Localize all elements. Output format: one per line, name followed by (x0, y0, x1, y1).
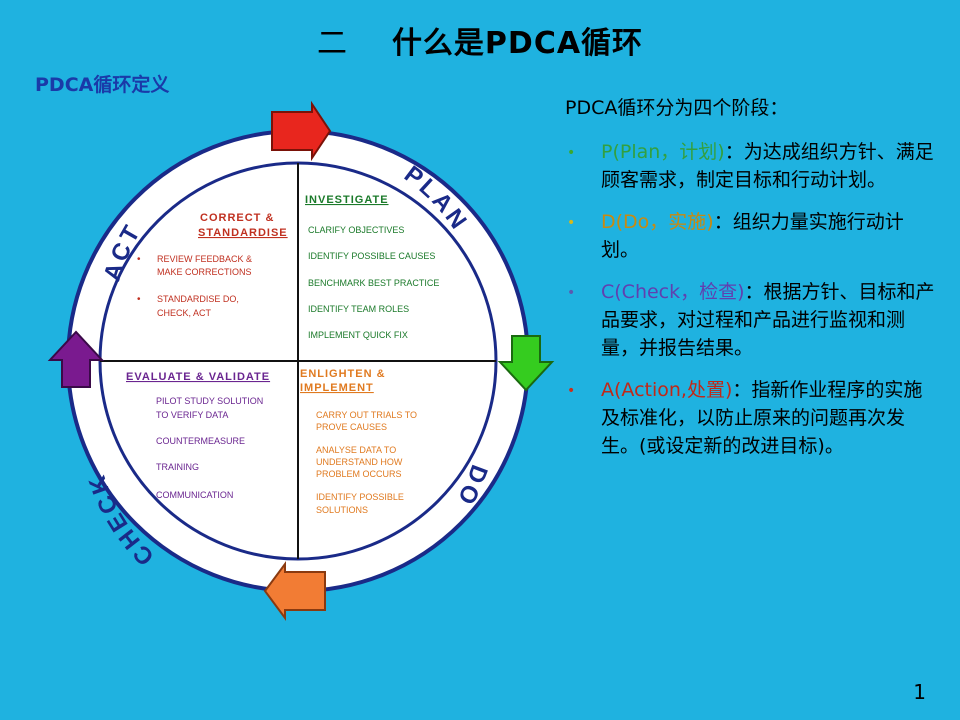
page-number: 1 (913, 680, 926, 704)
act-item: STANDARDISE DO, (157, 294, 239, 304)
act-arrow-icon (47, 330, 105, 388)
bullet-dot: • (567, 215, 576, 231)
stage-text: ：根据方针、目标和产品要求，对过程和产品进行监视和测量，并报告结果。 (601, 281, 935, 359)
subtitle: PDCA循环定义 (35, 74, 170, 96)
act-quadrant: CORRECT & STANDARDISE • REVIEW FEEDBACK … (137, 212, 288, 318)
plan-arrow-icon (271, 100, 332, 162)
stage-text: ：为达成组织方针、满足顾客需求，制定目标和行动计划。 (601, 141, 934, 191)
check-item: TRAINING (156, 462, 199, 472)
do-heading: ENLIGHTEN & (300, 368, 386, 380)
stage-item-check: • C(Check，检查)：根据方针、目标和产品要求，对过程和产品进行监视和测量… (565, 278, 935, 362)
plan-item: CLARIFY OBJECTIVES (308, 225, 404, 235)
bullet-dot: • (567, 285, 576, 301)
check-arrow-icon (263, 560, 326, 622)
act-heading: CORRECT & (200, 212, 274, 224)
stage-term: C(Check，检查) (601, 281, 745, 303)
stage-term: A(Action,处置) (601, 379, 733, 401)
do-item: PROVE CAUSES (316, 422, 387, 432)
act-heading: STANDARDISE (198, 227, 288, 239)
do-heading: IMPLEMENT (300, 382, 374, 394)
do-item: IDENTIFY POSSIBLE (316, 492, 404, 502)
stage-item-plan: • P(Plan，计划)：为达成组织方针、满足顾客需求，制定目标和行动计划。 (565, 138, 935, 194)
stage-item-do: • D(Do，实施)：组织力量实施行动计划。 (565, 208, 935, 264)
do-item: UNDERSTAND HOW (316, 457, 403, 467)
title-text: 什么是PDCA循环 (391, 26, 644, 61)
check-heading: EVALUATE & VALIDATE (126, 371, 270, 383)
plan-item: IMPLEMENT QUICK FIX (308, 330, 408, 340)
do-item: ANALYSE DATA TO (316, 445, 396, 455)
bullet-dot: • (137, 294, 141, 305)
title-number: 二 (316, 26, 348, 61)
stage-list: PDCA循环分为四个阶段： • P(Plan，计划)：为达成组织方针、满足顾客需… (565, 94, 935, 474)
stage-term: P(Plan，计划) (601, 141, 725, 163)
bullet-dot: • (567, 145, 576, 161)
plan-item: BENCHMARK BEST PRACTICE (308, 278, 439, 288)
check-item: PILOT STUDY SOLUTION (156, 396, 263, 406)
bullet-dot: • (137, 254, 141, 265)
plan-item: IDENTIFY TEAM ROLES (308, 304, 409, 314)
stage-text: ：指新作业程序的实施及标准化，以防止原来的问题再次发生。(或设定新的改进目标)。 (601, 379, 923, 457)
stage-term: D(Do，实施) (601, 211, 714, 233)
do-item: CARRY OUT TRIALS TO (316, 410, 417, 420)
slide-title: 二 什么是PDCA循环 (0, 18, 960, 62)
act-item: MAKE CORRECTIONS (157, 267, 252, 277)
act-item: REVIEW FEEDBACK & (157, 254, 252, 264)
do-item: PROBLEM OCCURS (316, 469, 402, 479)
plan-quadrant: INVESTIGATE CLARIFY OBJECTIVES IDENTIFY … (305, 194, 439, 340)
check-item: COUNTERMEASURE (156, 436, 245, 446)
do-item: SOLUTIONS (316, 505, 368, 515)
check-item: COMMUNICATION (156, 490, 233, 500)
stage-text: ：组织力量实施行动计划。 (601, 211, 904, 261)
check-item: TO VERIFY DATA (156, 410, 228, 420)
do-arrow-icon (497, 335, 555, 392)
check-quadrant: EVALUATE & VALIDATE PILOT STUDY SOLUTION… (126, 371, 270, 500)
bullet-dot: • (567, 383, 576, 399)
act-item: CHECK, ACT (157, 308, 212, 318)
plan-heading: INVESTIGATE (305, 194, 389, 206)
stage-item-action: • A(Action,处置)：指新作业程序的实施及标准化，以防止原来的问题再次发… (565, 376, 935, 460)
plan-item: IDENTIFY POSSIBLE CAUSES (308, 251, 435, 261)
stage-intro: PDCA循环分为四个阶段： (565, 97, 789, 119)
do-quadrant: ENLIGHTEN & IMPLEMENT CARRY OUT TRIALS T… (300, 368, 417, 515)
